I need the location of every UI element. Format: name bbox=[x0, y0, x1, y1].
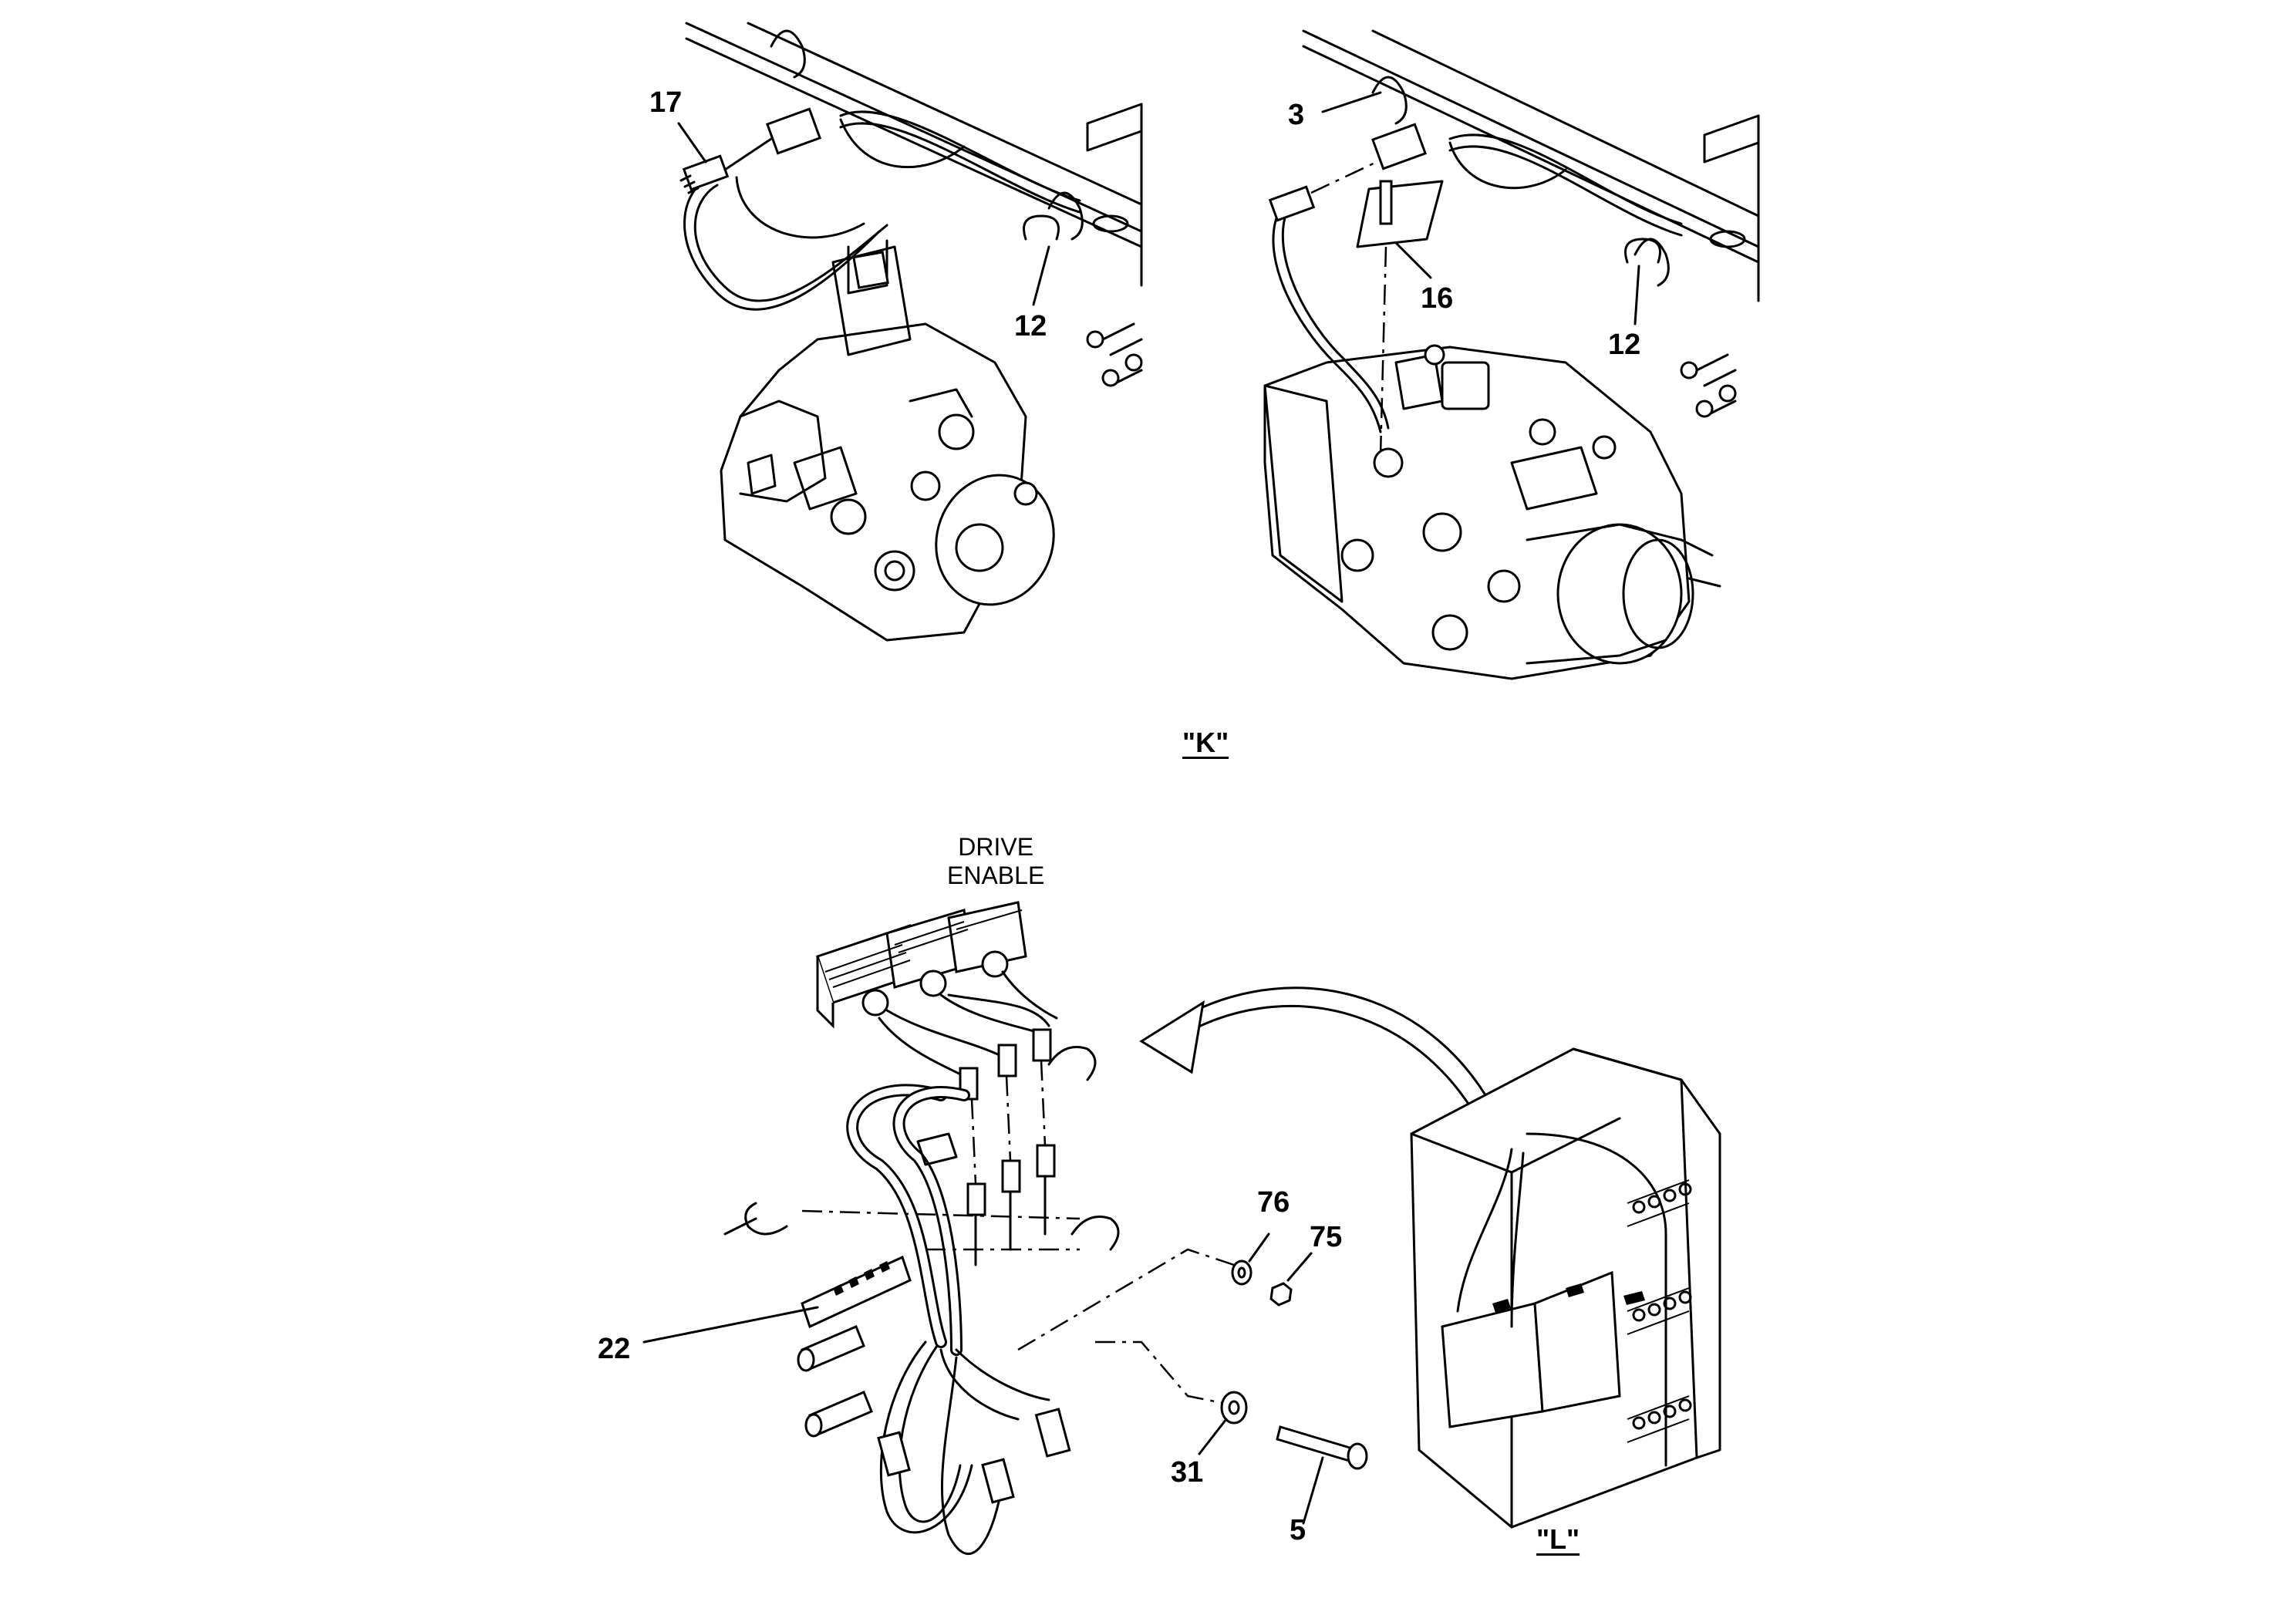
view-label-l: "L" bbox=[1536, 1523, 1580, 1555]
drive-enable-line-2: ENABLE bbox=[947, 861, 1045, 889]
terminal-strip-22 bbox=[801, 1255, 912, 1329]
battery-cabinet bbox=[1410, 1047, 1721, 1529]
washer-31 bbox=[1220, 1391, 1248, 1425]
callout-16: 16 bbox=[1421, 282, 1454, 315]
pump-right bbox=[1263, 344, 1721, 680]
transfer-arrow-inner bbox=[1171, 1005, 1498, 1158]
transfer-arrow bbox=[1155, 986, 1513, 1151]
lower-connectors bbox=[877, 1408, 1071, 1504]
connector-17 bbox=[679, 107, 822, 194]
drive-enable-note: DRIVE ENABLE bbox=[947, 833, 1044, 890]
washer-76 bbox=[1231, 1259, 1253, 1286]
frame-rail-left bbox=[685, 22, 1143, 287]
leader-76 bbox=[1248, 1233, 1270, 1263]
drive-enable-line-1: DRIVE bbox=[958, 833, 1034, 861]
connector-3 bbox=[1268, 123, 1428, 222]
bolt-5 bbox=[1276, 1425, 1359, 1464]
clip-12-right bbox=[1624, 238, 1737, 418]
callout-17: 17 bbox=[649, 86, 683, 119]
pump-left bbox=[720, 239, 1055, 642]
fastener-hardware bbox=[1017, 1248, 1368, 1470]
drive-enable-relays bbox=[816, 901, 1027, 1029]
relay-wires bbox=[878, 970, 1058, 1081]
leader-16 bbox=[1394, 241, 1432, 279]
leader-3 bbox=[1321, 91, 1382, 113]
leader-5 bbox=[1302, 1456, 1324, 1525]
callout-76: 76 bbox=[1257, 1186, 1290, 1219]
harness-bundle bbox=[846, 1084, 1050, 1555]
clip-12-left bbox=[1023, 214, 1143, 387]
plug-connectors bbox=[959, 1028, 1056, 1266]
leader-31 bbox=[1198, 1418, 1228, 1455]
leader-12a bbox=[1032, 245, 1050, 306]
leader-22 bbox=[642, 1306, 819, 1344]
callout-31: 31 bbox=[1171, 1456, 1204, 1489]
frame-rail-right bbox=[1302, 29, 1760, 302]
callout-75: 75 bbox=[1310, 1221, 1343, 1253]
callout-3: 3 bbox=[1288, 99, 1305, 131]
leader-75 bbox=[1286, 1252, 1313, 1282]
transfer-arrowhead bbox=[1139, 1000, 1205, 1074]
callout-12-right: 12 bbox=[1608, 329, 1641, 361]
callout-5: 5 bbox=[1290, 1514, 1306, 1546]
leader-12b bbox=[1633, 265, 1640, 325]
cable-stubs bbox=[797, 1325, 873, 1438]
bracket-16 bbox=[1356, 180, 1444, 456]
cell-rows bbox=[1627, 1179, 1692, 1443]
leader-17 bbox=[677, 122, 707, 164]
callout-22: 22 bbox=[598, 1333, 631, 1365]
nut-75 bbox=[1269, 1282, 1293, 1307]
callout-12-left: 12 bbox=[1014, 310, 1047, 342]
harness-cable-right bbox=[1272, 133, 1683, 433]
cable-tie-clips bbox=[723, 1046, 1120, 1251]
view-label-k: "K" bbox=[1182, 727, 1229, 758]
